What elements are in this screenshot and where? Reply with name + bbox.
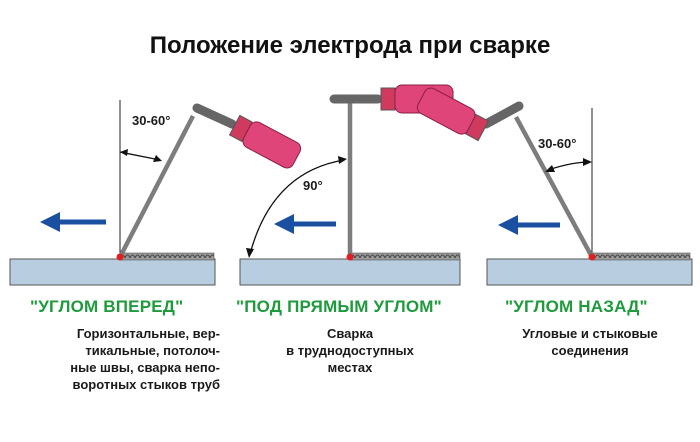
electrode-holder-clamp <box>481 101 524 129</box>
description-line: Горизонтальные, вер- <box>76 326 220 341</box>
angle-label: 30-60° <box>538 136 576 151</box>
description-line: воротных стыков труб <box>72 377 220 392</box>
electrode-holder-handle <box>416 87 490 142</box>
description-line: Сварка <box>326 326 374 341</box>
description-line: в труднодоступных <box>286 343 414 358</box>
angle-label: 90° <box>303 178 323 193</box>
panel-forward: 30-60° <box>9 100 302 286</box>
arc-arrowhead <box>246 248 254 258</box>
weld-bead <box>349 252 461 261</box>
angle-arc <box>249 159 345 255</box>
electrode-rod <box>118 114 195 259</box>
technique-description: Сварка в труднодоступных местах <box>250 325 450 376</box>
direction-arrow-icon <box>498 215 560 235</box>
workpiece-plate <box>486 258 693 286</box>
arc-arrowhead <box>583 158 592 166</box>
electrode-rod <box>514 115 594 259</box>
technique-description: Горизонтальные, вер- тикальные, потолоч-… <box>20 325 220 393</box>
diagram-title: Положение электрода при сварке <box>149 32 551 59</box>
workpiece-plate <box>9 258 216 286</box>
direction-arrow-icon <box>274 214 336 234</box>
arc-arrowhead <box>545 165 555 172</box>
description-line: соединения <box>551 343 629 358</box>
description-line: ные швы, сварка непо- <box>70 360 220 375</box>
technique-description: Угловые и стыковые соединения <box>495 325 685 359</box>
electrode-holder-clamp <box>192 103 237 129</box>
description-line: местах <box>327 360 373 375</box>
technique-label: "ПОД ПРЯМЫМ УГЛОМ" <box>236 297 442 316</box>
arc-spark-icon <box>116 253 124 261</box>
electrode-holder-handle <box>228 114 302 169</box>
panel-backward: 30-60° <box>416 87 693 286</box>
technique-label: "УГЛОМ ВПЕРЕД" <box>30 297 184 316</box>
arc-arrowhead <box>338 156 347 164</box>
arc-arrowhead <box>153 155 162 162</box>
arc-spark-icon <box>588 253 596 261</box>
weld-bead <box>119 252 215 261</box>
weld-bead <box>592 252 691 261</box>
arc-spark-icon <box>346 253 354 261</box>
angle-label: 30-60° <box>132 113 170 128</box>
description-line: Угловые и стыковые <box>522 326 658 341</box>
arc-arrowhead <box>120 149 128 156</box>
description-line: тикальные, потолоч- <box>85 343 220 358</box>
direction-arrow-icon <box>40 212 106 232</box>
workpiece-plate <box>239 258 461 286</box>
technique-label: "УГЛОМ НАЗАД" <box>505 297 648 316</box>
